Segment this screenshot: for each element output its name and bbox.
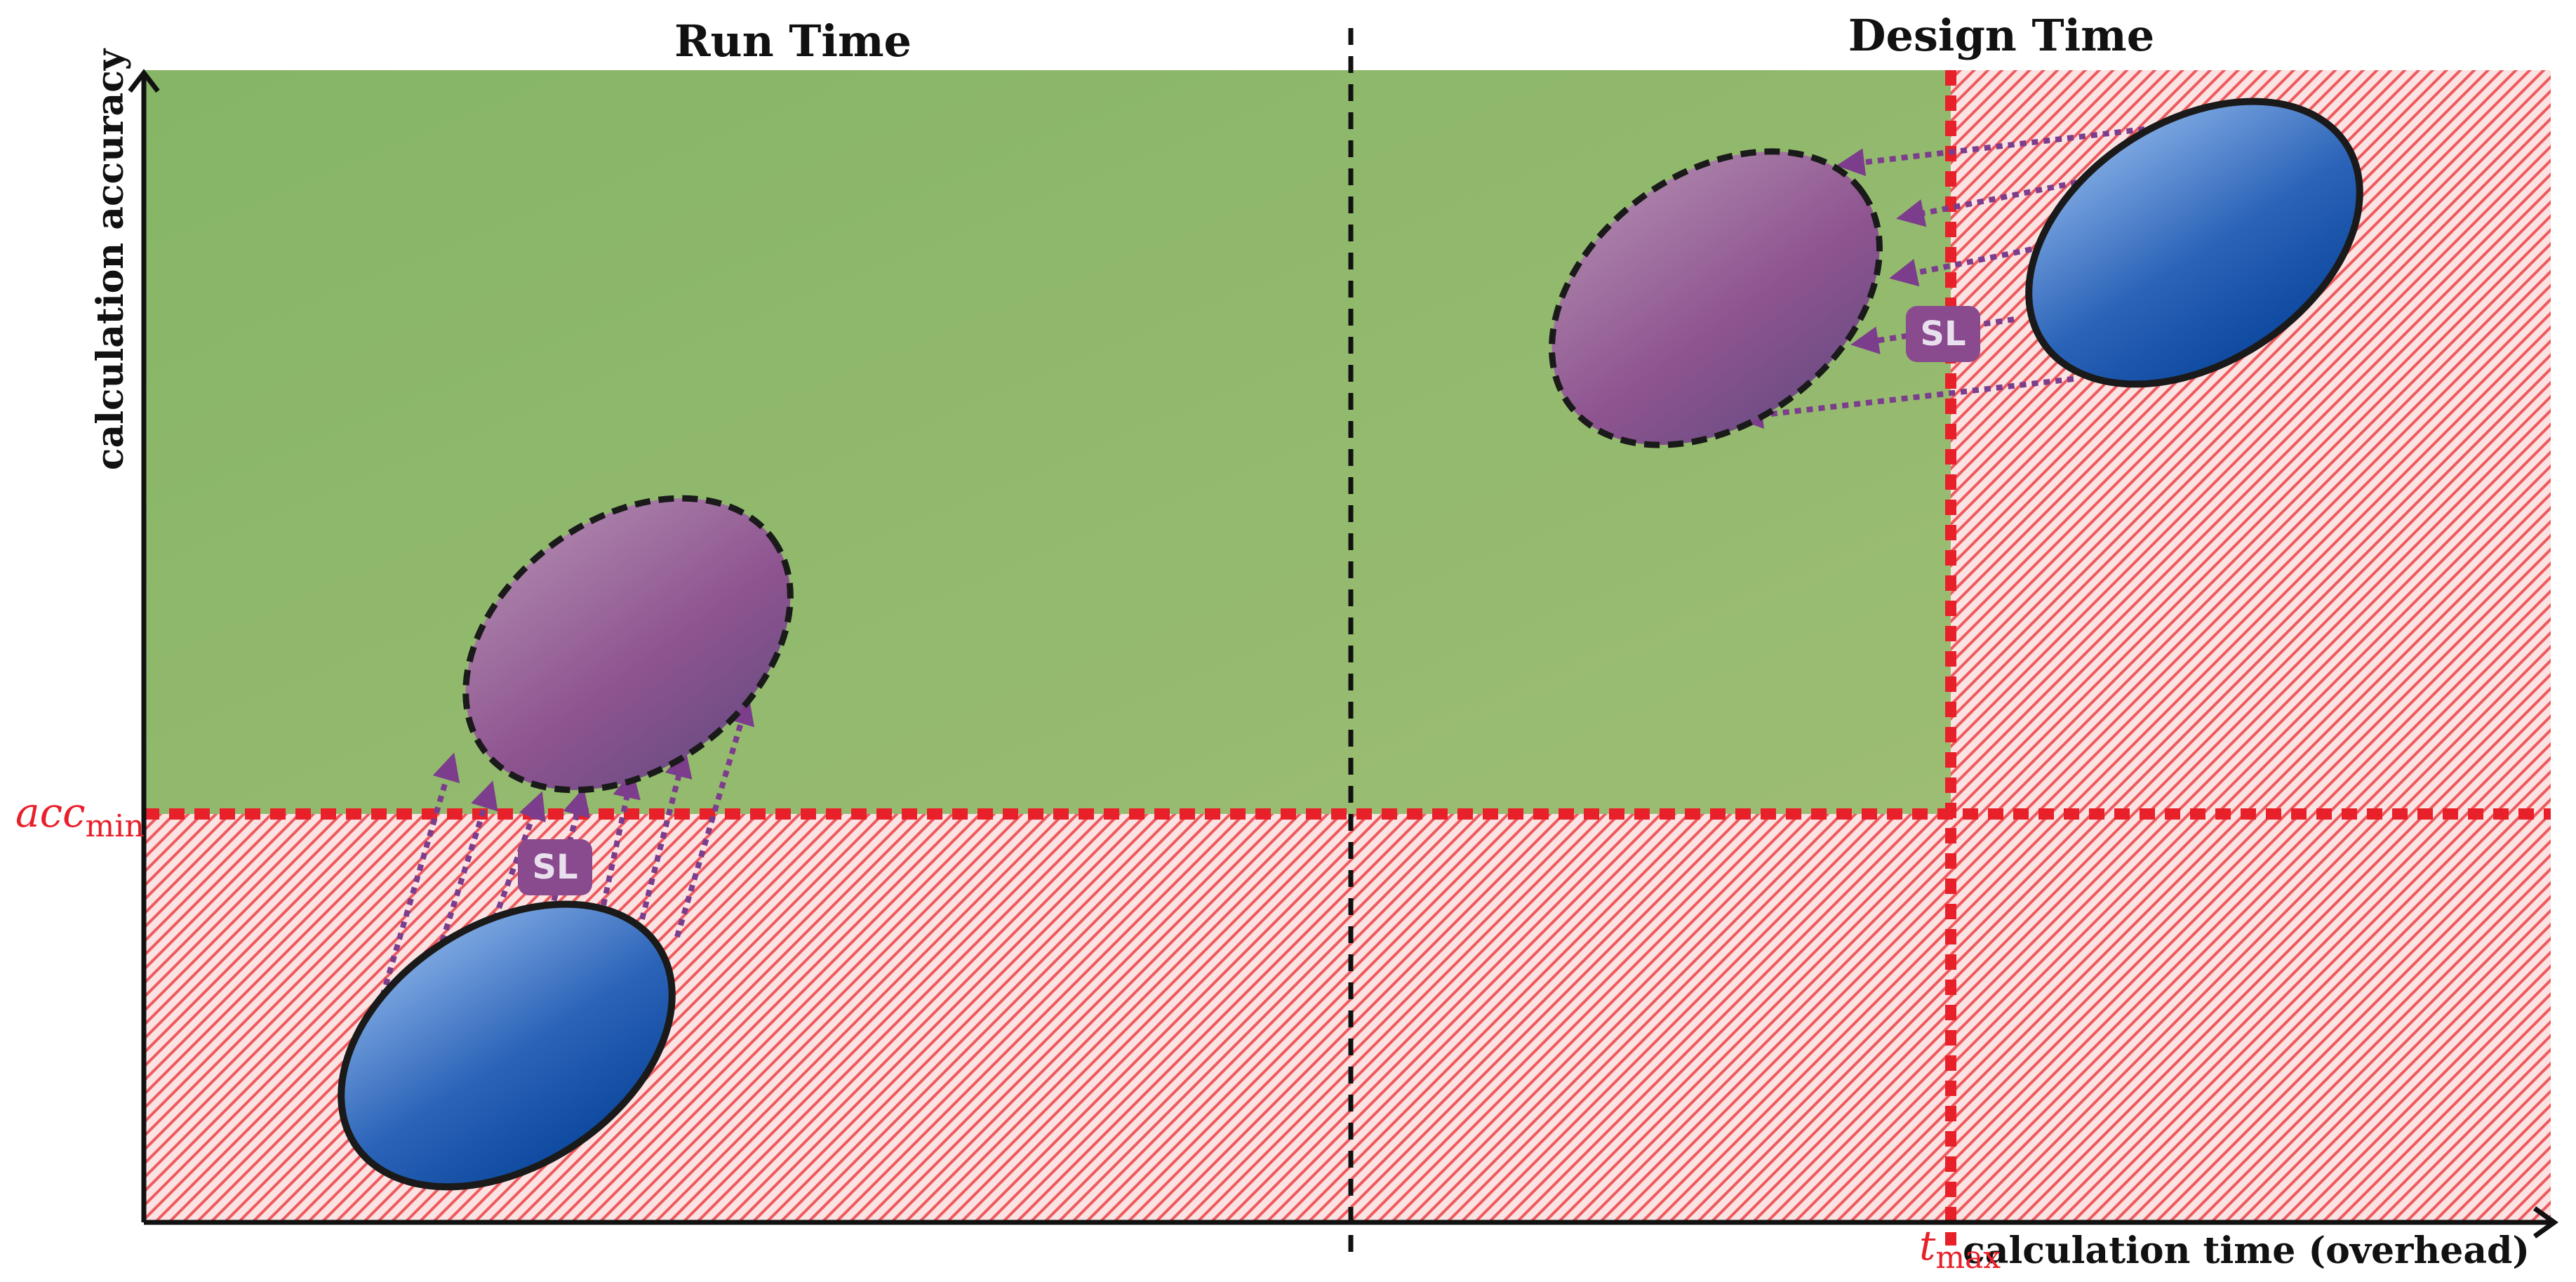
t-max-label-main: t [1919, 1222, 1936, 1269]
y-axis-label: calculation accuracy [89, 48, 132, 470]
design-time-title: Design Time [1848, 10, 2154, 61]
design-time-original-ellipse [2025, 98, 2363, 388]
acc-min-label-main: acc [15, 789, 86, 836]
sl-badge-label: SL [1920, 314, 1966, 354]
run-time-arrow [380, 752, 460, 998]
acc-min-label: accmin [15, 789, 145, 844]
x-axis-arrow-icon [2532, 1206, 2559, 1238]
axes [128, 69, 2559, 1238]
run-time-optimized-ellipse [462, 495, 794, 794]
sl-badge-run-time: SL [518, 839, 592, 895]
design-time-arrow [1735, 376, 2074, 429]
threshold-lines [144, 70, 2551, 1246]
design-time-arrow [1850, 316, 2015, 354]
acc-min-label-sub: min [86, 808, 145, 844]
design-points [338, 98, 2363, 1191]
run-time-arrow [674, 696, 755, 938]
sl-badge-background [1906, 306, 1980, 362]
run-time-arrow [639, 749, 693, 920]
x-axis-label: calculation time (overhead) [1963, 1229, 2530, 1272]
y-axis-arrow-icon [128, 69, 160, 93]
design-time-optimized-ellipse [1549, 148, 1883, 448]
sl-badge-design-time: SL [1906, 306, 1980, 362]
run-time-arrow [429, 780, 498, 977]
run-time-arrow [601, 770, 641, 906]
sl-badge-label: SL [532, 848, 578, 887]
t-max-label: tmax [1919, 1222, 2001, 1276]
run-time-original-ellipse [338, 900, 676, 1191]
t-max-label-sub: max [1935, 1240, 2001, 1276]
sl-badge-background [518, 839, 592, 895]
run-time-arrow [492, 791, 546, 921]
run-time-title: Run Time [674, 15, 912, 67]
